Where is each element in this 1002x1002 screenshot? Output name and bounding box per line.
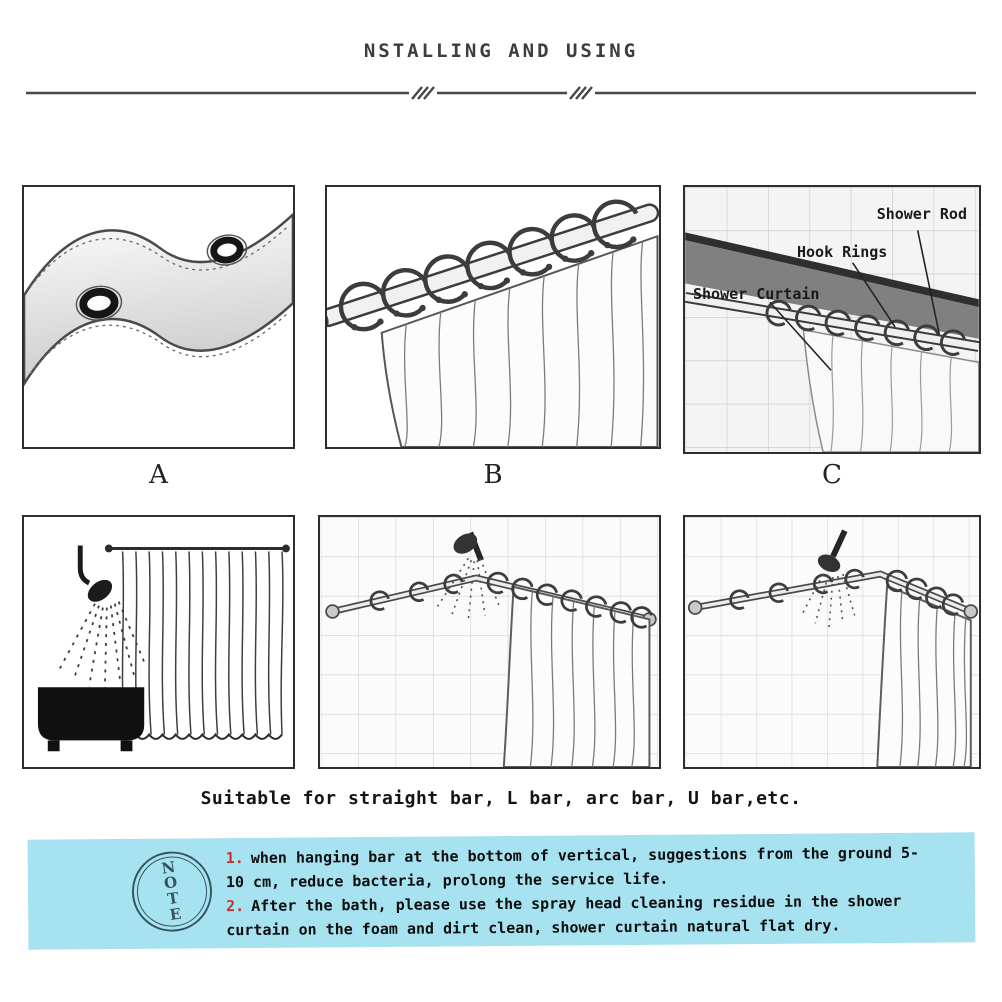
corner-rod-illustration-1 <box>320 517 659 767</box>
label-connector-lines <box>769 230 941 371</box>
note-item-2: 2.After the bath, please use the spray h… <box>226 889 932 943</box>
stamp-letter-e: E <box>168 904 183 924</box>
shower-rod-labeled-illustration <box>685 187 979 452</box>
stamp-letter-n: N <box>160 857 177 878</box>
note-stamp-letters: N O T E <box>129 848 215 934</box>
hook-rings-label: Hook Rings <box>797 243 888 261</box>
curtain-band <box>24 212 293 387</box>
hook-ball-ends <box>351 236 637 331</box>
curtain-stripes <box>121 551 284 735</box>
hook-rings-group <box>765 299 967 356</box>
note-box: N O T E 1.when hanging bar at the bottom… <box>27 832 976 950</box>
bathtub-shower-illustration <box>37 544 290 752</box>
hook-rings-group <box>369 571 653 629</box>
figure-a-panel <box>22 185 295 449</box>
wall-shadow-edge <box>685 232 979 308</box>
grommet-left <box>75 285 123 321</box>
figure-e-panel <box>318 515 661 769</box>
figure-f-panel <box>683 515 981 769</box>
water-spray <box>436 557 501 620</box>
shower-head <box>87 579 113 602</box>
decorative-divider <box>26 86 976 100</box>
suitable-text: Suitable for straight bar, L bar, arc ba… <box>200 788 802 809</box>
curtain-folds <box>403 241 645 447</box>
rod-mount-left <box>325 604 340 619</box>
curtain-folds <box>899 591 968 767</box>
note-body-1: when hanging bar at the bottom of vertic… <box>225 843 920 892</box>
curtain-body <box>502 585 651 767</box>
shower-curtain-label: Shower Curtain <box>693 285 820 303</box>
rod-mount-left <box>687 600 703 615</box>
grommet-curtain-illustration <box>24 212 293 387</box>
curtain-folds <box>529 591 635 767</box>
note-number-1: 1. <box>225 849 244 868</box>
corner-rod-illustration-2 <box>685 517 979 767</box>
water-spray <box>800 573 856 628</box>
divider-slash-ornament <box>411 86 593 100</box>
figure-a-label: A <box>149 460 168 490</box>
note-number-2: 2. <box>226 897 245 916</box>
shower-pipe <box>77 545 91 586</box>
note-stamp: N O T E <box>126 846 218 938</box>
curtain-hooks-illustration <box>327 199 659 447</box>
curtain-wavy-hem <box>121 732 283 740</box>
grommet-right <box>206 234 248 266</box>
curtain-body <box>380 234 659 447</box>
shower-handle <box>830 529 848 558</box>
rod-mount-right <box>963 604 979 619</box>
page-title: NSTALLING AND USING <box>363 40 639 62</box>
stitch-line-bottom <box>29 312 289 375</box>
figure-b-label: B <box>483 460 503 490</box>
note-item-1: 1.when hanging bar at the bottom of vert… <box>226 841 932 895</box>
figure-c-label: C <box>822 460 842 490</box>
wall-shadow-band <box>685 240 979 339</box>
curtain-folds <box>830 335 953 452</box>
figure-d-panel <box>22 515 295 769</box>
shower-head <box>453 533 478 554</box>
stamp-letter-o: O <box>162 873 179 893</box>
shower-head <box>817 554 841 572</box>
shower-rod-label: Shower Rod <box>876 205 967 223</box>
note-text-block: 1.when hanging bar at the bottom of vert… <box>226 841 933 943</box>
note-body-2: After the bath, please use the spray hea… <box>226 891 902 940</box>
stamp-letter-t: T <box>166 888 180 909</box>
figure-b-panel <box>325 185 661 449</box>
bathtub <box>37 687 145 752</box>
shower-rod-with-rings <box>327 199 659 332</box>
hook-rings-group <box>729 568 965 616</box>
figure-c-panel: Shower Rod Hook Rings Shower Curtain <box>683 185 981 454</box>
water-spray <box>56 601 148 690</box>
stitch-line-top <box>29 225 289 288</box>
